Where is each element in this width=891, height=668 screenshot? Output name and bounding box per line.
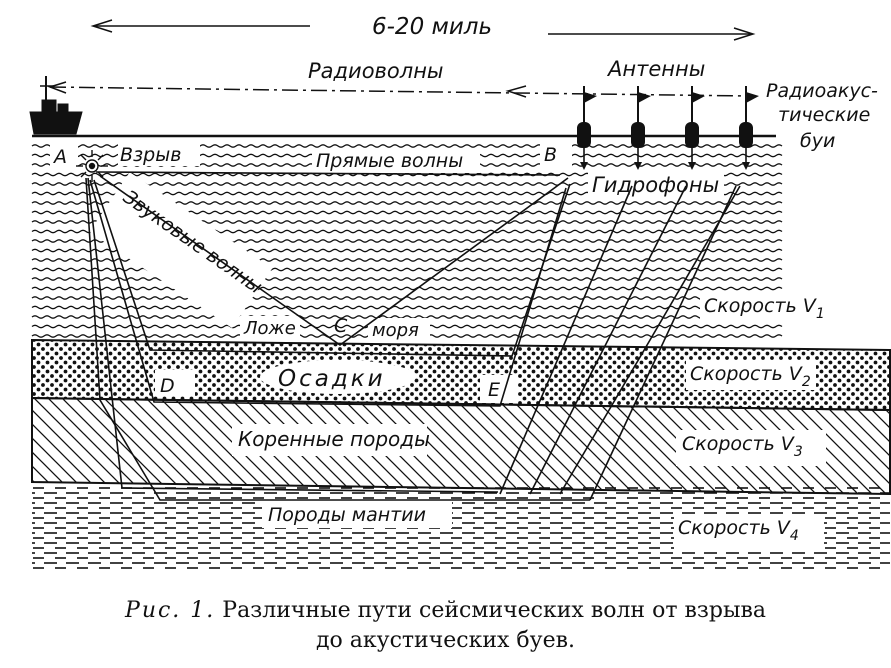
hydrophones-label: Гидрофоны bbox=[592, 173, 719, 197]
speed-v4-label: Скорость V4 bbox=[678, 517, 799, 544]
mantle-label: Породы мантии bbox=[268, 504, 426, 526]
caption-line2: до акустических буев. bbox=[315, 628, 576, 653]
point-d-label: D bbox=[160, 375, 175, 397]
distance-arrow bbox=[90, 19, 756, 41]
buoys-label-1: Радиоакус- bbox=[766, 80, 878, 102]
hydrophone-ray-2 bbox=[529, 185, 687, 495]
point-c-label: C bbox=[334, 315, 348, 337]
seabed-label-2: моря bbox=[372, 320, 419, 341]
antennas-label: Антенны bbox=[606, 57, 705, 81]
buoy-icon bbox=[739, 86, 759, 170]
buoy-icon bbox=[631, 86, 651, 170]
water-wave-line bbox=[31, 296, 783, 300]
point-e-label: E bbox=[488, 379, 500, 401]
caption-line1: Различные пути сейсмических волн от взры… bbox=[222, 598, 766, 623]
buoy-array bbox=[577, 86, 759, 170]
refracted-path-bedrock bbox=[89, 179, 567, 407]
seabed-label-1: Ложе bbox=[243, 318, 296, 339]
caption-lead: Рис. 1. bbox=[125, 598, 216, 623]
water-wave-line bbox=[31, 315, 783, 319]
speed-v3-label: Скорость V3 bbox=[682, 433, 803, 460]
explosion-label: Взрыв bbox=[120, 144, 181, 166]
radio-waves-label: Радиоволны bbox=[308, 59, 444, 83]
water-wave-line bbox=[31, 305, 783, 310]
buoy-icon bbox=[577, 86, 597, 170]
wave-paths bbox=[85, 171, 741, 501]
explosion-icon bbox=[76, 150, 108, 182]
seismic-wave-diagram: 6-20 миль Радиоволны Антенны Радиоакус- … bbox=[29, 14, 891, 569]
buoys-label-3: буи bbox=[800, 130, 835, 152]
buoys-label-2: тические bbox=[778, 104, 870, 126]
bedrock-label: Коренные породы bbox=[238, 427, 430, 451]
hydrophone-ray-4 bbox=[589, 185, 737, 501]
radio-waves-line bbox=[47, 81, 751, 98]
speed-v1-label: Скорость V1 bbox=[704, 295, 825, 322]
hydrophone-ray-3 bbox=[559, 185, 741, 495]
refracted-path-mantle-1 bbox=[87, 177, 499, 493]
figure-caption-line2: до акустических буев. bbox=[0, 626, 891, 656]
direct-waves-label: Прямые волны bbox=[316, 150, 463, 172]
direct-wave-path bbox=[95, 171, 561, 176]
point-b-label: B bbox=[544, 144, 557, 166]
ship-icon bbox=[29, 76, 83, 135]
water-wave-line bbox=[31, 286, 783, 291]
reflected-wave-path bbox=[99, 175, 569, 346]
hydrophone-ray-1 bbox=[499, 185, 633, 495]
distance-label: 6-20 миль bbox=[372, 14, 492, 40]
figure-caption: Рис. 1. Различные пути сейсмических волн… bbox=[0, 596, 891, 626]
buoy-icon bbox=[685, 86, 705, 170]
speed-v2-label: Скорость V2 bbox=[690, 363, 811, 390]
point-a-label: A bbox=[52, 146, 67, 168]
water-wave-line bbox=[31, 277, 783, 281]
sediments-label: Осадки bbox=[278, 366, 386, 392]
refracted-path-mantle-2 bbox=[85, 177, 590, 501]
